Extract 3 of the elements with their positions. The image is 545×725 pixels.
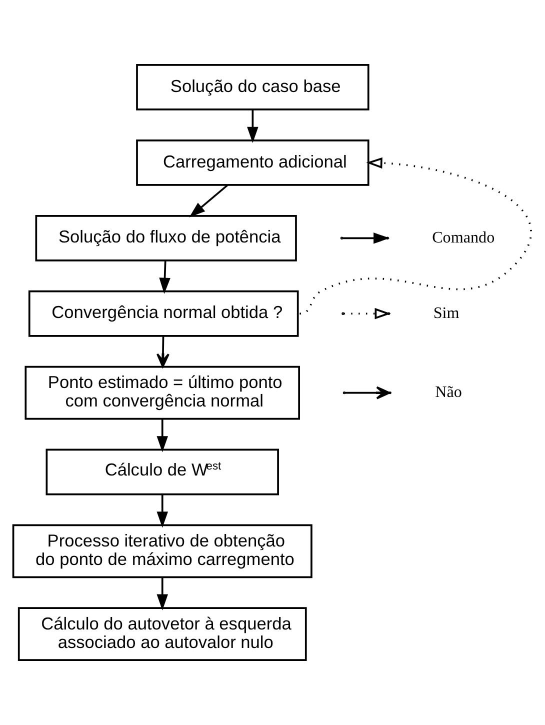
- legend-label: Não: [435, 384, 462, 402]
- legend-label: Sim: [433, 304, 460, 322]
- legend-label: Comando: [432, 229, 495, 246]
